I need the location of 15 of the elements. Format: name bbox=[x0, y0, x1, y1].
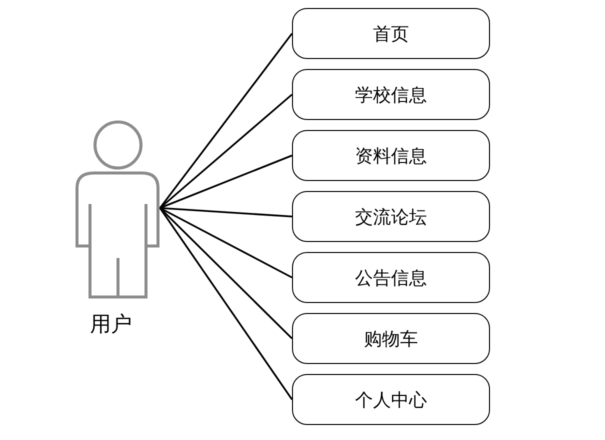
connector-line bbox=[160, 207, 292, 218]
connector-line bbox=[160, 154, 292, 209]
connector-line bbox=[159, 32, 293, 209]
use-case-box: 交流论坛 bbox=[292, 191, 490, 242]
use-case-box: 学校信息 bbox=[292, 69, 490, 120]
connector-line bbox=[159, 207, 293, 340]
actor-label: 用户 bbox=[90, 311, 132, 338]
use-case-box: 资料信息 bbox=[292, 130, 490, 181]
connector-line bbox=[159, 94, 293, 209]
use-case-box: 个人中心 bbox=[292, 374, 490, 425]
use-case-box: 公告信息 bbox=[292, 252, 490, 303]
connector-line bbox=[160, 207, 292, 278]
connector-line bbox=[159, 207, 293, 400]
use-case-box: 购物车 bbox=[292, 313, 490, 364]
use-case-box: 首页 bbox=[292, 8, 490, 59]
